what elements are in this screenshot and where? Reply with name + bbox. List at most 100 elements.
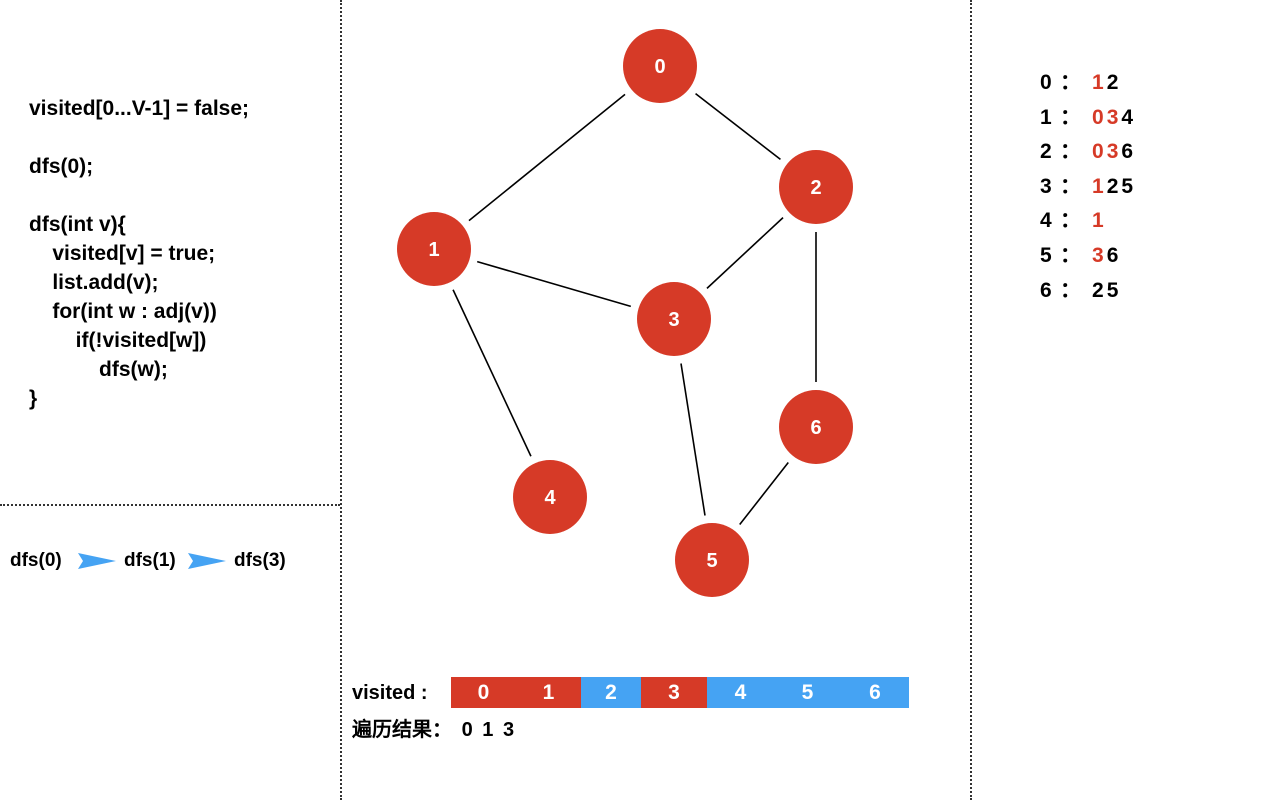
adjacency-neighbors: 1 [1092,206,1107,236]
adjacency-neighbor: 1 [1092,71,1104,94]
node-1: 1 [397,212,471,286]
code-line: visited[0...V-1] = false; [29,97,250,120]
node-circle [779,390,853,464]
adjacency-neighbor: 1 [1092,209,1104,233]
adjacency-vertex: 1 [1040,105,1052,129]
visited-cell: 0 [451,677,516,708]
code-line: list.add(v); [29,271,159,294]
arrow-icon [78,553,116,569]
adjacency-neighbor: 6 [1121,140,1134,164]
edge-0-1 [468,93,626,222]
adjacency-neighbor: 6 [1106,244,1119,267]
arrow-icon [188,553,226,569]
adjacency-vertex: 2 [1040,140,1052,164]
code-line: visited[v] = true; [29,242,216,265]
adjacency-neighbor: 4 [1121,105,1134,129]
adjacency-separator: ： [1060,278,1081,302]
adjacency-neighbor: 1 [1092,174,1104,198]
result-value: 3 [502,719,515,741]
visited-cell: 3 [641,677,707,708]
node-label: 0 [654,56,665,78]
adjacency-vertex: 3 [1040,174,1052,198]
edge-5-6 [739,461,789,526]
node-4: 4 [513,460,587,534]
code-line: dfs(0); [29,155,94,178]
code-line: dfs(w); [29,358,168,381]
adjacency-vertex: 0 [1040,71,1052,94]
code-line: } [29,387,38,410]
adjacency-neighbor: 3 [1106,140,1119,164]
visited-cell: 2 [581,677,641,708]
node-label: 4 [544,487,556,509]
adjacency-separator: ： [1060,209,1081,233]
node-circle [513,460,587,534]
traversal-result: 遍历结果： 0 1 3 [352,713,518,742]
graph-edges [452,92,817,526]
result-value: 0 [461,719,473,741]
adjacency-neighbor: 3 [1092,244,1104,267]
node-circle [779,150,853,224]
adjacency-neighbor: 2 [1106,174,1119,198]
call-trace: dfs(0) dfs(1) dfs(3) [10,547,330,577]
adjacency-neighbor: 0 [1092,140,1104,164]
adjacency-separator: ： [1060,174,1081,198]
graph-nodes: 0 1 2 3 4 5 6 [397,29,853,597]
adjacency-separator: ： [1060,71,1081,94]
node-6: 6 [779,390,853,464]
right-divider [970,0,972,800]
node-5: 5 [675,523,749,597]
node-0: 0 [623,29,697,103]
node-circle [623,29,697,103]
trace-call: dfs(3) [234,550,286,571]
node-3: 3 [637,282,711,356]
code-line: if(!visited[w]) [29,329,207,352]
adjacency-separator: ： [1060,105,1081,129]
visited-cell: 6 [841,677,909,708]
result-value: 1 [482,719,494,741]
node-circle [675,523,749,597]
code-trace-divider [0,504,340,506]
edge-1-4 [452,289,532,457]
adjacency-vertex: 6 [1040,278,1052,302]
adjacency-neighbor: 2 [1092,278,1104,302]
adjacency-neighbor: 5 [1121,174,1134,198]
visited-cell: 4 [707,677,774,708]
trace-call: dfs(1) [124,550,176,571]
adjacency-separator: ： [1060,140,1081,164]
code-line: for(int w : adj(v)) [29,300,217,323]
node-circle [637,282,711,356]
node-2: 2 [779,150,853,224]
edge-1-3 [476,260,632,308]
node-label: 3 [668,309,679,331]
adjacency-neighbor: 3 [1106,105,1119,129]
visited-cell: 1 [516,677,581,708]
visited-cell: 5 [774,677,841,708]
adjacency-row: 4 ： 1 [1040,206,1200,236]
adjacency-vertex: 4 [1040,209,1052,233]
adjacency-separator: ： [1060,244,1081,267]
result-label: 遍历结果： [352,719,452,741]
edge-2-3 [706,217,784,289]
adjacency-neighbor: 5 [1106,278,1119,302]
edge-0-2 [695,92,781,161]
adjacency-neighbor: 0 [1092,105,1104,129]
node-label: 5 [706,550,717,572]
adjacency-neighbor: 2 [1106,71,1119,94]
edge-3-5 [680,363,706,516]
node-label: 2 [810,177,821,199]
trace-call: dfs(0) [10,550,62,571]
node-circle [397,212,471,286]
node-label: 6 [810,417,821,439]
